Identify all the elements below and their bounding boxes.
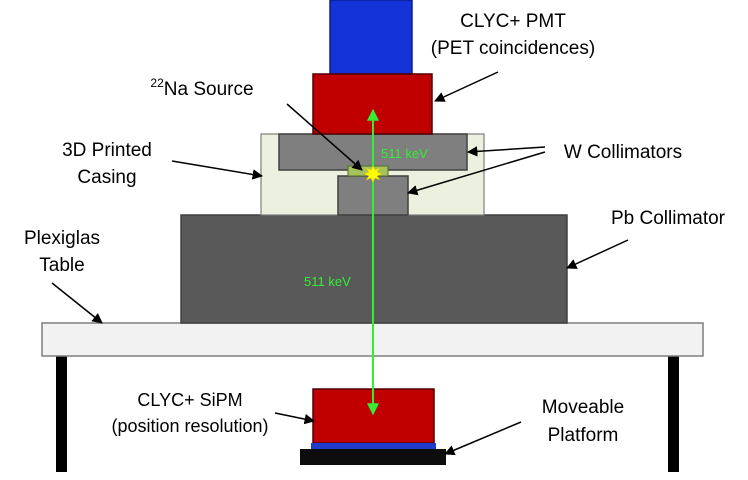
source-label: 22Na Source (150, 76, 253, 100)
source-starburst-icon (363, 165, 383, 183)
arrow-table (51, 282, 103, 324)
arrow-sipm (274, 412, 316, 425)
w-collimators-label: W Collimators (564, 142, 682, 163)
sipm-label-line2: (position resolution) (111, 416, 268, 436)
casing-label-line2: Casing (77, 167, 136, 188)
arrow-w-lower (406, 151, 546, 196)
arrow-platform (444, 421, 522, 456)
table-leg-left (56, 354, 67, 472)
pmt-label-line1: CLYC+ PMT (460, 11, 566, 32)
arrow-w-upper (466, 146, 546, 157)
table-label-line1: Plexiglas (24, 228, 100, 249)
source-label-text: Na Source (164, 79, 254, 100)
platform-label-line2: Platform (548, 425, 619, 446)
casing-label-line1: 3D Printed (62, 140, 152, 161)
pmt-tube (329, 0, 413, 75)
arrow-casing (171, 160, 264, 180)
energy-label-upper: 511 keV (381, 146, 428, 161)
energy-label-lower: 511 keV (304, 274, 351, 289)
arrow-pb (566, 239, 629, 269)
moveable-platform (300, 449, 446, 465)
source-label-superscript: 22 (150, 76, 164, 90)
sipm-board (311, 443, 436, 449)
arrow-pmt (434, 71, 499, 102)
table-leg-right (668, 354, 679, 472)
pmt-label-line2: (PET coincidences) (431, 38, 595, 59)
sipm-label-line1: CLYC+ SiPM (137, 390, 242, 410)
arrow-source (286, 103, 363, 171)
pb-collimator-label: Pb Collimator (611, 208, 726, 229)
platform-label-line1: Moveable (542, 397, 624, 418)
table-label-line2: Table (39, 255, 84, 276)
